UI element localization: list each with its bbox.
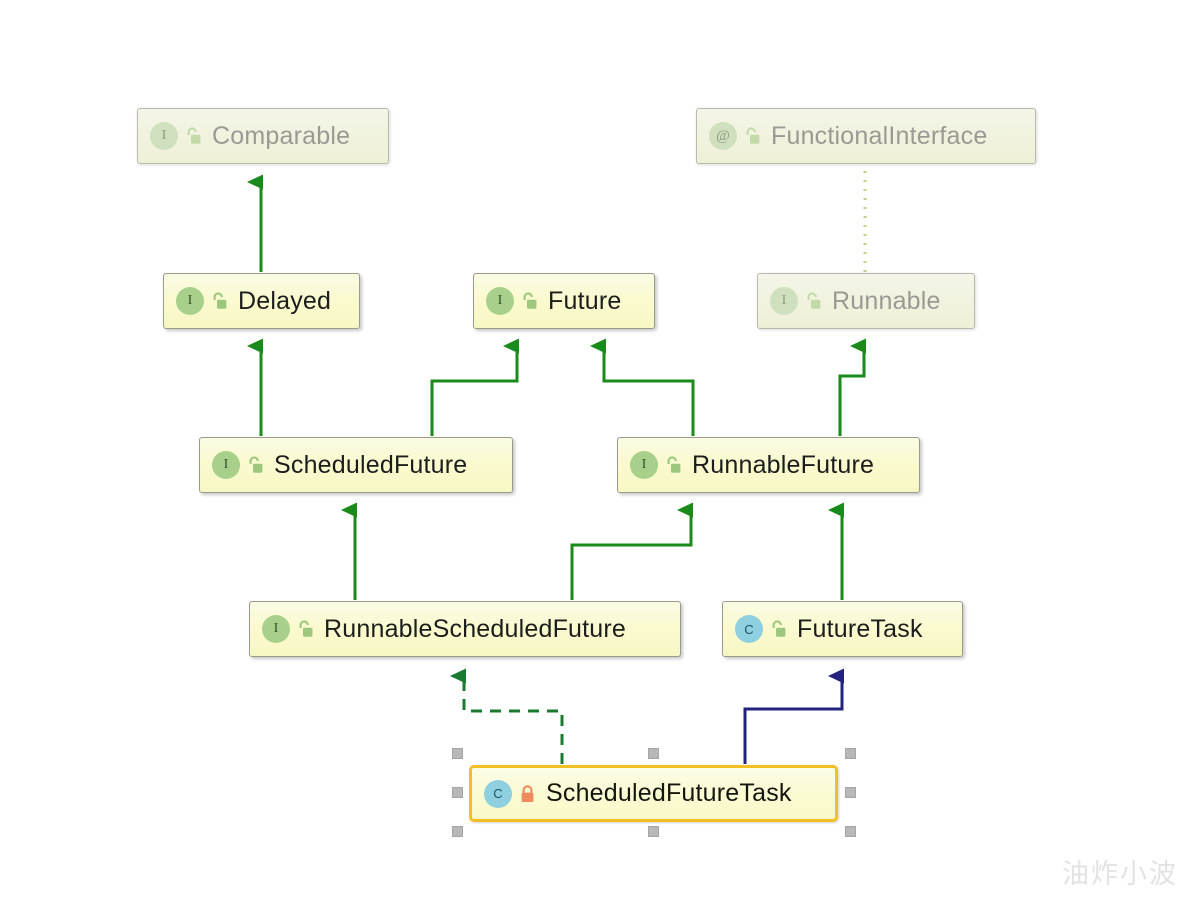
uml-node-label: RunnableScheduledFuture [324,614,627,643]
uml-node-runnable[interactable]: I Runnable [757,273,975,329]
unlocked-padlock-icon [211,291,238,311]
edge-runnablefuture-to-runnable [838,338,866,436]
unlocked-padlock-icon [521,291,548,311]
uml-node-runnablefuture[interactable]: I RunnableFuture [617,437,920,493]
edge-scheduledfuture-to-future [430,338,519,436]
selection-handle-2[interactable] [845,748,856,759]
uml-node-label: FunctionalInterface [771,121,988,150]
interface-kind-icon: I [176,287,204,315]
unlocked-padlock-icon [185,126,212,146]
selection-handle-0[interactable] [452,748,463,759]
interface-kind-icon: I [770,287,798,315]
watermark: 油炸小波 [1062,859,1178,890]
unlocked-padlock-icon [247,455,274,475]
uml-node-runnablescheduledfuture[interactable]: I RunnableScheduledFuture [249,601,681,657]
interface-kind-icon: I [486,287,514,315]
uml-node-delayed[interactable]: I Delayed [163,273,360,329]
edge-runnablefuture-to-future [590,338,695,436]
uml-node-scheduledfuturetask[interactable]: C ScheduledFutureTask [469,765,838,822]
class-kind-icon: C [735,615,763,643]
class-kind-icon: C [484,779,512,808]
interface-kind-icon: I [150,122,178,150]
unlocked-padlock-icon [297,619,324,639]
interface-kind-icon: I [262,615,290,643]
uml-node-label: Comparable [212,121,351,150]
edge-rsf-to-runnablefuture [570,502,693,600]
selection-handle-6[interactable] [648,826,659,837]
uml-node-future[interactable]: I Future [473,273,655,329]
unlocked-padlock-icon [744,126,771,146]
selection-handle-1[interactable] [648,748,659,759]
uml-node-functionalinterface[interactable]: @ FunctionalInterface [696,108,1036,164]
uml-node-futuretask[interactable]: C FutureTask [722,601,963,657]
unlocked-padlock-icon [770,619,797,639]
locked-padlock-icon [519,784,546,804]
uml-node-label: FutureTask [797,614,923,643]
uml-node-label: ScheduledFutureTask [546,779,792,807]
uml-node-scheduledfuture[interactable]: I ScheduledFuture [199,437,513,493]
edge-sft-to-rsf [450,668,564,764]
unlocked-padlock-icon [805,291,832,311]
uml-node-label: Delayed [238,286,332,315]
interface-kind-icon: I [630,451,658,479]
uml-node-label: Future [548,286,622,315]
selection-handle-5[interactable] [452,826,463,837]
uml-node-comparable[interactable]: I Comparable [137,108,389,164]
selection-handle-7[interactable] [845,826,856,837]
edge-sft-to-futuretask [743,668,844,764]
interface-kind-icon: I [212,451,240,479]
selection-handle-4[interactable] [845,787,856,798]
annotation-kind-icon: @ [709,122,737,150]
selection-handle-3[interactable] [452,787,463,798]
uml-node-label: RunnableFuture [692,450,875,479]
uml-node-label: ScheduledFuture [274,450,468,479]
unlocked-padlock-icon [665,455,692,475]
uml-node-label: Runnable [832,286,941,315]
